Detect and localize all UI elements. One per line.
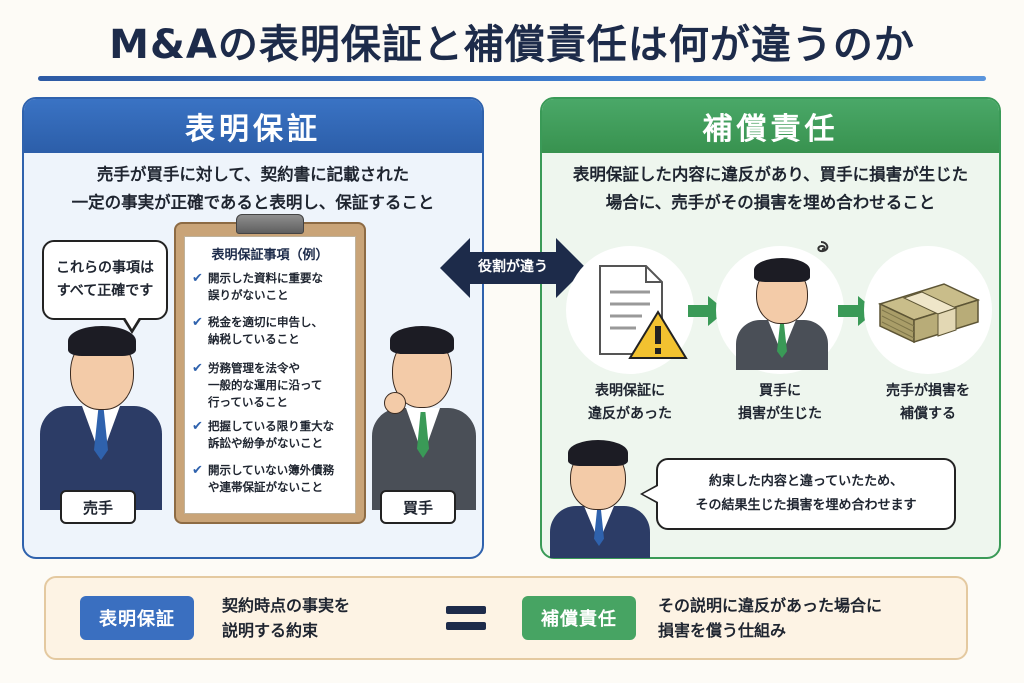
explanation-bubble-line1: 約束した内容と違っていたため、 [708, 474, 904, 489]
check-icon: ✔ [192, 315, 203, 330]
clipboard-item-line: 一般的な運用に沿って [208, 378, 323, 392]
speech-tail-inner [124, 316, 140, 329]
clipboard-item: ✔ 税金を適切に申告し、 納税していること [192, 314, 352, 348]
clipboard-item-line: 開示していない簿外債務 [208, 463, 335, 477]
buyer-hair [390, 326, 454, 354]
check-icon: ✔ [192, 463, 203, 478]
speech-tail-inner [643, 486, 658, 502]
summary-indemnification-pill: 補償責任 [522, 596, 636, 640]
summary-right-line1: その説明に違反があった場合に [658, 596, 883, 615]
clipboard-item: ✔ 把握している限り重大な 訴訟や紛争がないこと [192, 418, 352, 452]
seller-figure [36, 322, 166, 510]
representations-description-line2: 一定の事実が正確であると表明し、保証すること [71, 193, 435, 212]
worried-buyer-hair [754, 258, 810, 282]
clipboard-item-line: 行っていること [208, 395, 288, 409]
double-arrow-icon [440, 238, 586, 298]
representations-description-line1: 売手が買手に対して、契約書に記載された [96, 165, 410, 184]
step-2-label: 買手に 損害が生じた [710, 380, 850, 426]
middle-arrow-label: 役割が違う [478, 259, 548, 275]
summary-indemnification-text: その説明に違反があった場合に 損害を償う仕組み [658, 593, 958, 643]
clipboard-title: 表明保証事項（例） [211, 248, 329, 263]
indemnification-description-line1: 表明保証した内容に違反があり、買手に損害が生じた [572, 165, 969, 184]
apologizing-seller-hair [568, 440, 628, 466]
clipboard-item-line: 開示した資料に重要な [208, 271, 323, 285]
title-underline [38, 76, 986, 81]
apologizing-seller-tie [594, 510, 604, 546]
step-1-label-line2: 違反があった [588, 406, 672, 422]
clipboard-item-line: 労務管理を法令や [208, 361, 300, 375]
clipboard-item: ✔ 労務管理を法令や 一般的な運用に沿って 行っていること [192, 360, 352, 411]
summary-representations-text: 契約時点の事実を 説明する約束 [222, 593, 422, 643]
indemnification-header: 補償責任 [542, 99, 999, 153]
step-1-label-line1: 表明保証に [595, 383, 665, 399]
buyer-tie [417, 412, 429, 458]
seller-tag: 売手 [60, 490, 136, 524]
summary-bar [44, 576, 968, 660]
step-3-label-line1: 売手が損害を [886, 383, 970, 399]
apologizing-seller-figure [548, 436, 652, 558]
step-2-label-line1: 買手に [759, 383, 801, 399]
step-3-label: 売手が損害を 補償する [858, 380, 998, 426]
check-icon: ✔ [192, 361, 203, 376]
worry-scribble-icon [817, 241, 829, 253]
page-title: M&Aの表明保証と補償責任は何が違うのか [109, 22, 915, 68]
clipboard-clip-icon [236, 214, 304, 234]
clipboard-paper [184, 236, 356, 514]
buyer-tag: 買手 [380, 490, 456, 524]
equals-icon [446, 606, 486, 630]
document-warning-icon [599, 265, 688, 359]
seller-tie [94, 410, 108, 460]
step-1-label: 表明保証に 違反があった [560, 380, 700, 426]
check-icon: ✔ [192, 271, 203, 286]
summary-right-line2: 損害を償う仕組み [658, 621, 787, 640]
clipboard-item-line: 把握している限り重大な [208, 419, 335, 433]
seller-bubble-line1: これらの事項は [56, 260, 154, 276]
check-icon: ✔ [192, 419, 203, 434]
seller-speech-bubble: これらの事項は すべて正確です [42, 240, 168, 320]
summary-left-line1: 契約時点の事実を [222, 596, 351, 615]
clipboard-item-line: 納税していること [208, 332, 300, 346]
step-2-label-line2: 損害が生じた [738, 406, 822, 422]
summary-representations-pill: 表明保証 [80, 596, 194, 640]
representations-description: 売手が買手に対して、契約書に記載された 一定の事実が正確であると表明し、保証する… [24, 161, 482, 217]
seller-bubble-line2: すべて正確です [56, 283, 154, 299]
clipboard-item-line: や連帯保証がないこと [208, 480, 323, 494]
indemnification-description-line2: 場合に、売手がその損害を埋め合わせること [605, 193, 936, 212]
seller-explanation-bubble: 約束した内容と違っていたため、 その結果生じた損害を埋め合わせます [656, 458, 956, 530]
representations-header: 表明保証 [24, 99, 482, 153]
clipboard-item: ✔ 開示した資料に重要な 誤りがないこと [192, 270, 352, 304]
clipboard-item-line: 誤りがないこと [208, 288, 289, 302]
buyer-figure [366, 322, 478, 510]
clipboard-item-line: 訴訟や紛争がないこと [208, 436, 323, 450]
step-3-label-line2: 補償する [900, 406, 956, 422]
buyer-hand [384, 392, 406, 414]
worried-buyer-icon [732, 250, 832, 370]
worried-buyer-tie [777, 324, 787, 358]
summary-left-line2: 説明する約束 [222, 621, 319, 640]
explanation-bubble-line2: その結果生じた損害を埋め合わせます [695, 498, 917, 513]
money-stack-icon [877, 283, 981, 344]
clipboard-item-line: 税金を適切に申告し、 [208, 315, 323, 329]
clipboard-item: ✔ 開示していない簿外債務 や連帯保証がないこと [192, 462, 352, 496]
indemnification-description: 表明保証した内容に違反があり、買手に損害が生じた 場合に、売手がその損害を埋め合… [542, 161, 999, 217]
seller-hair [68, 326, 136, 356]
